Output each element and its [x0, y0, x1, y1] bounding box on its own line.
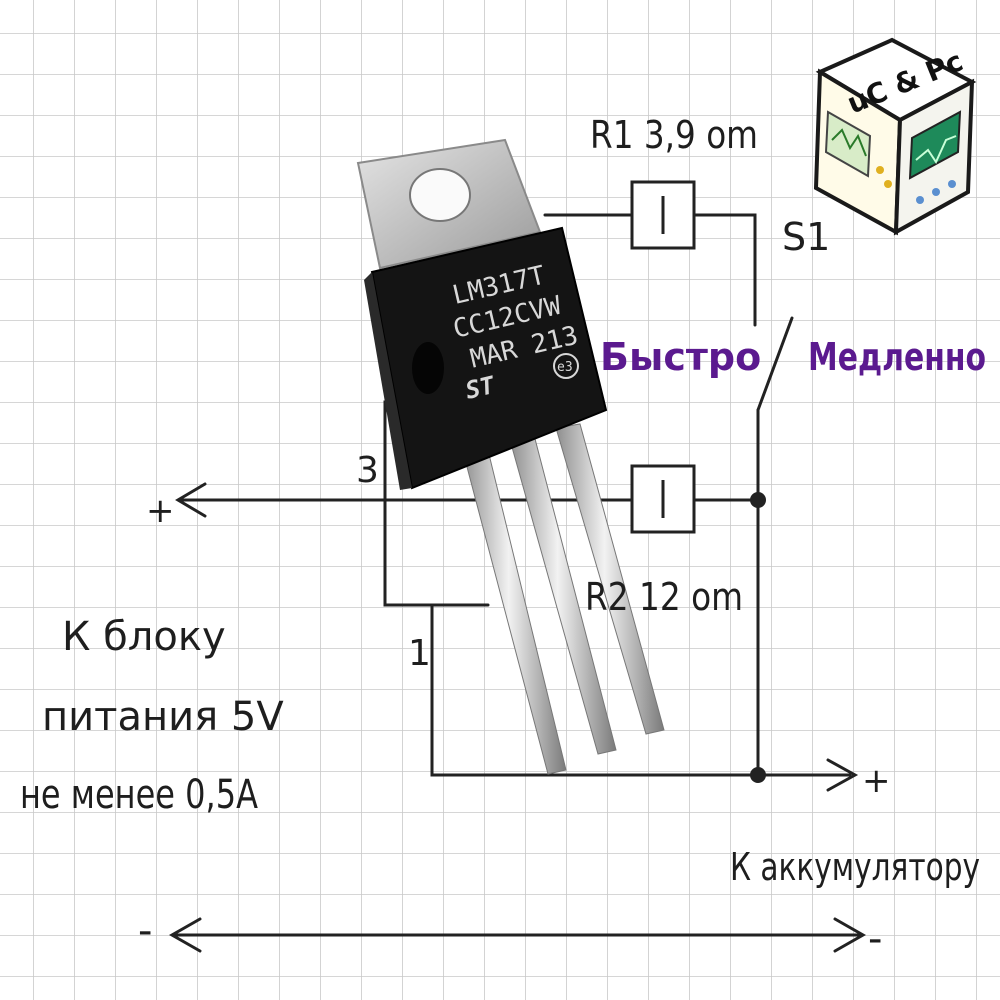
e3-mark-text: e3 — [557, 360, 573, 375]
r1-label: R1 3,9 om — [590, 113, 758, 157]
chip-side-bevel — [364, 272, 412, 490]
r2-label: R2 12 om — [585, 575, 743, 619]
plus-right-label: + — [862, 761, 891, 801]
chip-notch — [412, 342, 444, 394]
junction-dot-r2 — [750, 492, 766, 508]
input-plus-arrowhead — [175, 482, 207, 518]
psu-label-line2: питания 5V — [42, 694, 284, 740]
minus-right-arrowhead — [833, 917, 867, 953]
s1-label: S1 — [782, 215, 830, 259]
psu-label-line3: не менее 0,5А — [20, 772, 259, 818]
fast-label: Быстро — [600, 335, 761, 379]
resistor-r1 — [630, 180, 696, 250]
plus-left-label: + — [146, 491, 175, 531]
logo-right-screen — [908, 110, 962, 180]
pin1-label: 1 — [408, 633, 431, 674]
battery-label: К аккумулятору — [730, 845, 980, 889]
minus-left-arrowhead — [168, 917, 202, 953]
logo-right-wave — [915, 135, 957, 165]
s1-switch-blade — [756, 316, 794, 412]
mounting-hole — [409, 168, 471, 222]
lm317-regulator: LM317T CC12CVW MAR 213 e3 ST — [356, 138, 665, 775]
e3-mark — [553, 353, 579, 379]
minus-right-label: - — [868, 916, 882, 962]
minus-left-label: - — [138, 908, 152, 954]
r1-wire-right — [693, 213, 757, 327]
output-plus-arrowhead — [826, 758, 859, 792]
slow-label: Медленно — [808, 335, 986, 379]
pin3-label: 3 — [356, 450, 379, 491]
pin1-output-wire — [430, 603, 852, 777]
resistor-r2 — [630, 464, 696, 534]
pin-right — [555, 423, 665, 735]
uc-pc-logo: uC & Pc — [813, 37, 977, 236]
logo-left-wave — [831, 128, 867, 157]
psu-label-line1: К блоку — [62, 614, 226, 660]
junction-dot-output — [750, 767, 766, 783]
